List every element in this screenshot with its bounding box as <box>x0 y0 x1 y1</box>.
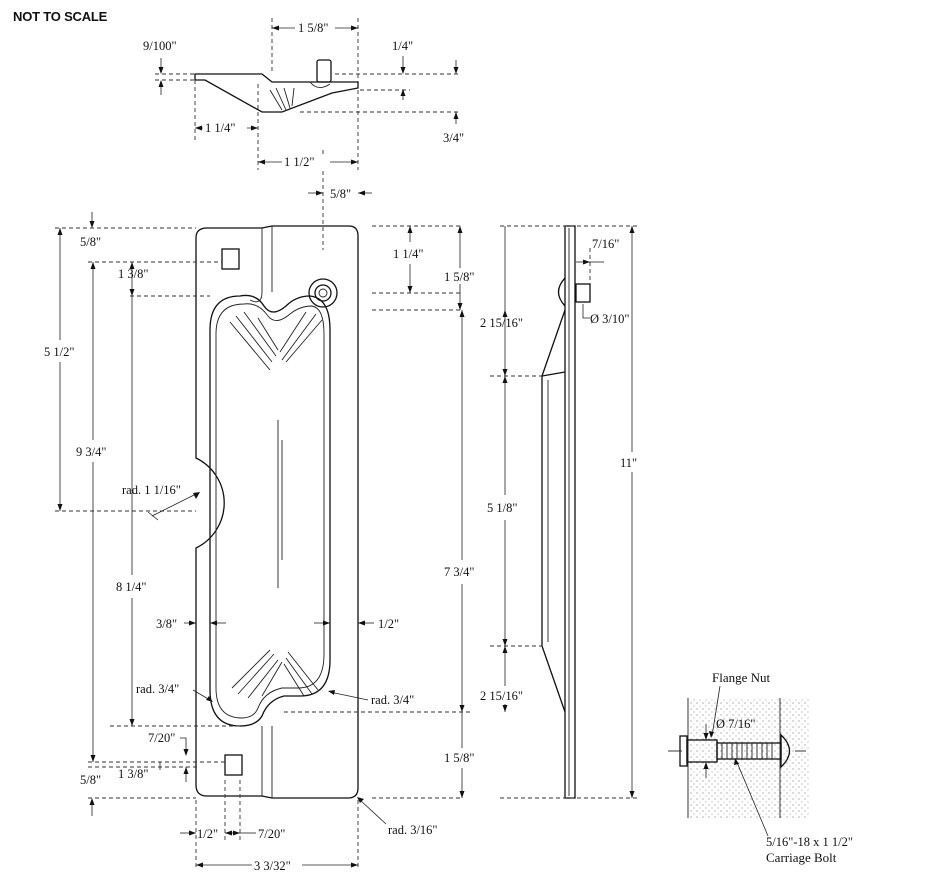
top-view: 1 5/8" 9/100" 1/4" 3/4" 1 1/4" <box>143 18 464 250</box>
upper-length-label: 9 3/4" <box>76 445 106 459</box>
top-margin-label: 5/8" <box>80 235 101 249</box>
span-long-label: 7 3/4" <box>444 565 474 579</box>
side-plate <box>564 225 576 799</box>
top-view-hatch <box>269 87 295 111</box>
nut-diameter-label: Ø 7/16" <box>716 717 755 731</box>
front-bolt-outer <box>308 278 338 308</box>
top-mid-offset-label: 1 1/2" <box>284 155 314 169</box>
span-bottom-label: 1 5/8" <box>444 751 474 765</box>
pan-lower-hatch <box>231 649 319 699</box>
left-inset-label: 3/8" <box>156 617 177 631</box>
lower-square-hole <box>224 754 243 776</box>
front-plate-outline <box>195 225 359 799</box>
top-thickness-label: 9/100" <box>143 39 177 53</box>
top-left-offset-label: 1 1/4" <box>205 121 235 135</box>
lower-right-radius-label: rad. 3/4" <box>371 693 414 707</box>
side-pan <box>541 371 566 713</box>
notch-overall-label: 5 1/2" <box>44 345 74 359</box>
upper-square-label: 1 3/8" <box>118 267 148 281</box>
right-inset-label: 1/2" <box>378 617 399 631</box>
door-section <box>688 698 780 818</box>
top-pin-offset-label: 5/8" <box>330 187 351 201</box>
front-pan-outline <box>209 294 331 727</box>
top-view-plate <box>194 73 359 113</box>
bolt-span-label: 1 5/8" <box>444 270 474 284</box>
span-lower-label: 2 15/16" <box>480 689 523 703</box>
top-view-pin <box>316 59 332 83</box>
top-pin-height-label: 1/4" <box>392 39 413 53</box>
lower-left-radius-label: rad. 3/4" <box>136 682 179 696</box>
pan-upper-hatch <box>229 311 323 371</box>
bottom-mid-label: 7/20" <box>258 827 285 841</box>
front-view: 5/8" 5 1/2" 9 3/4" 1 3/8" 8 1/4" <box>44 212 474 873</box>
notch-radius-label: rad. 1 1/16" <box>122 483 181 497</box>
span-upper-label: 2 15/16" <box>480 316 523 330</box>
corner-radius-label: rad. 3/16" <box>388 823 438 837</box>
pin-diameter-label: Ø 3/10" <box>590 312 629 326</box>
bolt-detail-view: Flange Nut Ø 7/16" 5/16"-18 x 1 1/2" Car… <box>668 670 853 865</box>
bolt-head <box>780 733 791 769</box>
lower-length-label: 8 1/4" <box>116 580 146 594</box>
side-pin <box>575 283 591 303</box>
not-to-scale-note: NOT TO SCALE <box>13 9 108 24</box>
lower-square-label: 1 3/8" <box>118 767 148 781</box>
top-depth-label: 3/4" <box>443 131 464 145</box>
bolt-spec-label: 5/16"-18 x 1 1/2" <box>766 835 853 849</box>
bolt-name-label: Carriage Bolt <box>766 850 837 865</box>
overall-width-label: 3 3/32" <box>254 859 291 873</box>
front-bolt-inner <box>314 284 332 302</box>
span-mid-label: 5 1/8" <box>487 501 517 515</box>
pin-length-label: 7/16" <box>592 237 619 251</box>
flange-nut-label: Flange Nut <box>712 670 771 685</box>
small-gap-label: 7/20" <box>148 731 175 745</box>
upper-square-hole <box>221 248 240 270</box>
bottom-margin-label: 5/8" <box>80 773 101 787</box>
side-view: 2 15/16" 5 1/8" 2 15/16" 7 3/4" 1 5/8" <box>444 225 640 799</box>
overall-height-label: 11" <box>620 456 637 470</box>
bottom-left-label: 1/2" <box>197 827 218 841</box>
bolt-offset-label: 1 1/4" <box>393 247 423 261</box>
top-width-label: 1 5/8" <box>298 21 328 35</box>
